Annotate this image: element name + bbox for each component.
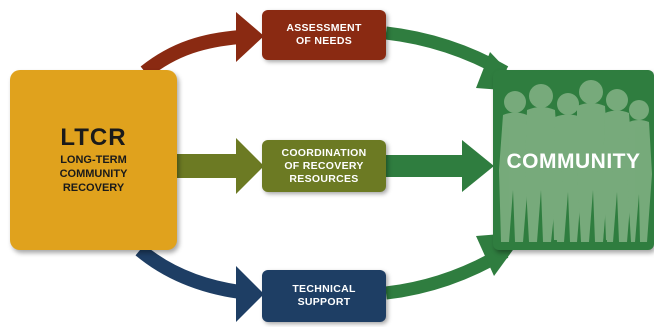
technical-line-1: TECHNICAL xyxy=(292,283,356,295)
coordination-line-3: RESOURCES xyxy=(289,172,359,185)
technical-line-2: SUPPORT xyxy=(297,296,351,308)
coordination-line-2: OF RECOVERY xyxy=(284,159,364,172)
ltcr-subtitle-line-3: RECOVERY xyxy=(62,182,125,194)
arrow-ltcr-to-technical xyxy=(135,244,242,299)
assessment-line-1: ASSESSMENT xyxy=(286,22,362,34)
community-box: COMMUNITY xyxy=(493,70,654,250)
ltcr-subtitle-line-1: LONG-TERM xyxy=(60,154,127,166)
assessment-of-needs-box: ASSESSMENT OF NEEDS xyxy=(262,10,386,60)
assessment-line-2: OF NEEDS xyxy=(295,35,353,47)
ltcr-box: LTCR LONG-TERM COMMUNITY RECOVERY xyxy=(10,70,177,250)
arrow-ltcr-to-coordination xyxy=(177,154,241,178)
arrowhead-community-middle xyxy=(462,140,494,192)
ltcr-subtitle-line-2: COMMUNITY xyxy=(59,168,128,180)
arrowhead-assessment xyxy=(236,12,264,62)
arrowhead-coordination xyxy=(236,138,264,194)
arrow-coordination-to-community xyxy=(386,155,468,177)
technical-support-box: TECHNICAL SUPPORT xyxy=(262,270,386,322)
arrow-ltcr-to-assessment xyxy=(140,30,241,78)
people-silhouettes-icon xyxy=(499,80,652,242)
ltcr-title: LTCR xyxy=(60,124,127,151)
arrowhead-technical xyxy=(236,266,264,322)
coordination-line-1: COORDINATION xyxy=(281,146,367,159)
community-label: COMMUNITY xyxy=(506,150,641,173)
coordination-of-recovery-resources-box: COORDINATION OF RECOVERY RESOURCES xyxy=(262,140,386,192)
